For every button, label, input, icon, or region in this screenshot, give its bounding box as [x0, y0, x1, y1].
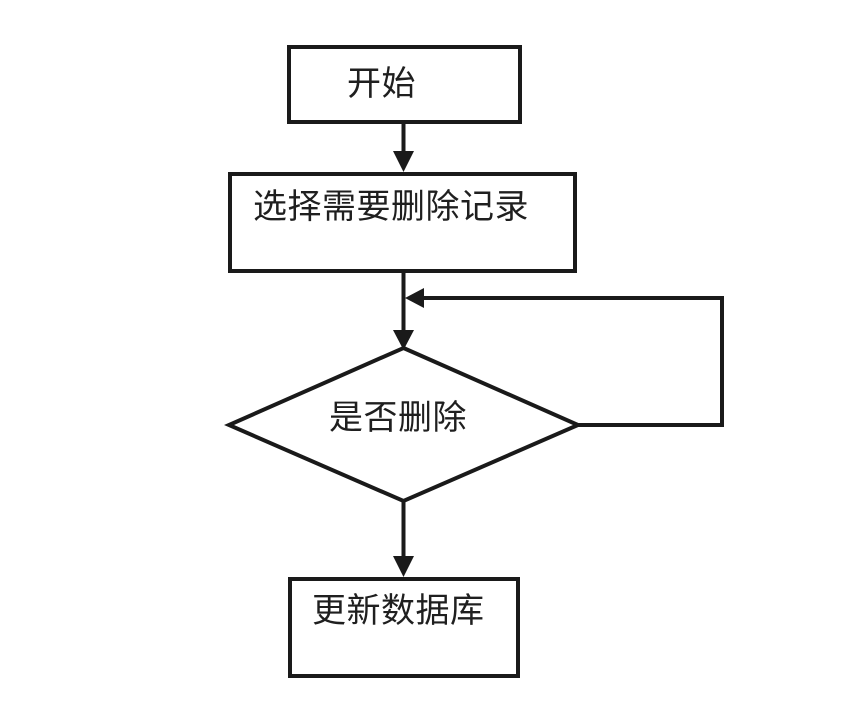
- loop-back-arrow-head: [405, 288, 424, 308]
- node-select-records-label: 选择需要删除记录: [253, 189, 529, 226]
- arrow-select-to-decision-head: [393, 330, 414, 350]
- decision-diamond-label: 是否删除: [329, 400, 467, 437]
- node-update-database-label: 更新数据库: [312, 593, 485, 630]
- node-select-records: 选择需要删除记录: [228, 172, 577, 273]
- arrow-decision-to-update-head: [393, 556, 414, 577]
- node-start: 开始: [287, 45, 522, 124]
- node-start-label: 开始: [347, 65, 416, 103]
- node-update-database: 更新数据库: [288, 577, 520, 678]
- loop-back-line: [422, 296, 724, 427]
- arrow-start-to-select-head: [393, 151, 414, 172]
